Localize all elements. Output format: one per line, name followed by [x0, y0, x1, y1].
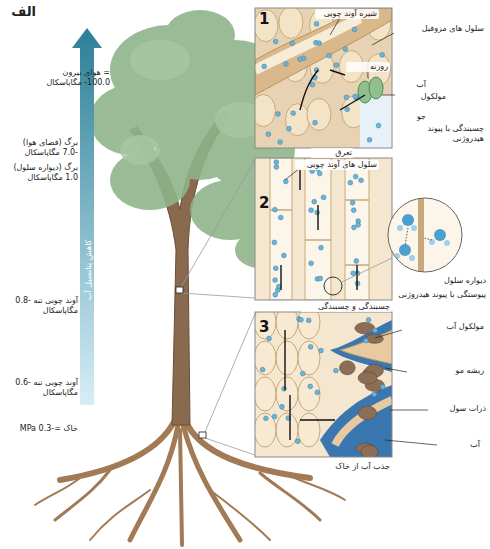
part-label: روزنه [346, 62, 390, 72]
panel-letter: الف [6, 4, 36, 20]
potential-label: برگ (دیواره سلول) 1.0 مگاپاسکال [6, 163, 78, 182]
callout-number: 3 [259, 318, 273, 336]
part-label: سلول های آوند چوبی [295, 160, 379, 170]
process-label: جذب آب از خاک [300, 462, 390, 472]
part-label: دیواره سلول [398, 276, 486, 286]
potential-label: خاک =-0.3 MPa [6, 424, 78, 434]
arrow-label: کاهش پتانسیل آب [84, 240, 94, 300]
part-label: چسبندگی با پیوند هیدروژنی [396, 124, 484, 143]
callout-number: 2 [259, 194, 273, 212]
leader-lines [285, 18, 437, 445]
part-label: آب [440, 440, 480, 450]
leaf-panel [255, 8, 392, 148]
potential-label: برگ (فضای هوا) -7.0 مگاپاسکال [6, 138, 78, 157]
part-label: شیره آوند چوبی [315, 9, 379, 19]
process-label: تعرق [310, 148, 354, 158]
part-label: مولکول آب [404, 322, 484, 332]
part-label: ریشه مو [410, 366, 484, 376]
part-label: ذرات سول [430, 404, 486, 414]
xylem-panel [255, 158, 392, 300]
part-label: سلول های مزوفیل [396, 24, 484, 34]
root-panel [255, 312, 392, 457]
zoom-circle [388, 198, 463, 273]
potential-label: آوند چوبی تنه -0.8 مگاپاسکال [6, 296, 78, 315]
potential-label: آوند چوبی تنه -0.6 مگاپاسکال [6, 378, 78, 397]
part-label: مولکول [396, 92, 446, 102]
part-label: پیوستگی با پیوند هیدروژنی [398, 290, 486, 300]
roots [35, 420, 345, 545]
part-label: آب [396, 80, 426, 90]
part-label: جو [396, 112, 426, 122]
callout-number: 1 [259, 10, 273, 28]
process-label: چسبندگی و چسبندگی [300, 302, 392, 312]
potential-label: = هوای بیرون 100.0- مگاپاسکال [40, 68, 110, 87]
